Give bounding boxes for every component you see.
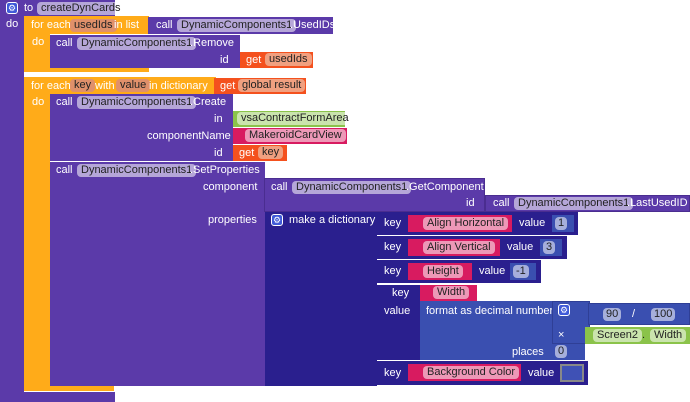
var-dropdown[interactable]: key <box>258 146 284 159</box>
key-label: key <box>384 241 402 253</box>
procedure-name-field[interactable]: createDynCards <box>37 2 125 15</box>
loop-var-field[interactable]: usedIds <box>70 19 117 32</box>
key-var-field[interactable]: key <box>70 79 96 92</box>
get-label: get <box>246 54 262 66</box>
color-swatch-block[interactable] <box>560 364 584 382</box>
key-label: key <box>384 217 402 229</box>
color-swatch <box>562 366 582 380</box>
method-label: .UsedIDs <box>290 19 336 31</box>
form-area-dropdown[interactable]: vsaContractFormArea <box>237 112 353 125</box>
key-label: key <box>392 287 410 299</box>
text-field[interactable]: Align Horizontal <box>423 217 509 230</box>
do-label: do <box>32 36 45 48</box>
method-label: .SetProperties <box>190 164 260 176</box>
component-dropdown[interactable]: DynamicComponents1 <box>77 164 197 177</box>
for-each-label: for each <box>31 80 71 92</box>
component-dropdown[interactable]: DynamicComponents1 <box>177 19 297 32</box>
for-each-spine <box>24 94 50 390</box>
method-label: .GetComponent <box>406 181 484 193</box>
text-field[interactable]: Align Vertical <box>423 241 495 254</box>
gear-icon[interactable]: ⚙ <box>271 214 283 226</box>
places-label: places <box>512 346 544 358</box>
number-field[interactable]: 3 <box>543 241 556 254</box>
id-label: id <box>220 54 229 66</box>
component-dropdown[interactable]: DynamicComponents1 <box>514 197 634 210</box>
text-field[interactable]: MakeroidCardView <box>245 129 346 142</box>
screen-dropdown[interactable]: Screen2 <box>593 329 642 342</box>
number-field[interactable]: 1 <box>555 217 568 230</box>
value-label: value <box>479 265 506 277</box>
properties-label: properties <box>208 214 257 226</box>
id-label: id <box>214 147 223 159</box>
method-label: .Remove <box>190 37 235 49</box>
times-label: × <box>558 329 565 341</box>
do-label: do <box>32 96 45 108</box>
id-label: id <box>466 197 475 209</box>
make-dictionary-label: make a dictionary <box>289 214 376 226</box>
with-label: with <box>95 80 115 92</box>
for-each-bottom <box>24 385 114 391</box>
for-each-spine <box>24 34 50 70</box>
in-list-label: in list <box>114 19 140 31</box>
method-label: .Create <box>190 96 227 108</box>
text-field[interactable]: Background Color <box>423 366 520 379</box>
for-each-bottom <box>24 66 149 72</box>
procedure-bottom <box>0 392 115 402</box>
component-name-label: componentName <box>147 130 231 142</box>
number-field[interactable]: 0 <box>555 345 568 358</box>
get-label: get <box>220 80 236 92</box>
call-label: call <box>56 96 73 108</box>
procedure-body <box>0 15 24 395</box>
get-label: get <box>239 147 255 159</box>
divide-label: / <box>632 308 636 320</box>
in-dictionary-label: in dictionary <box>149 80 208 92</box>
dot-label: . <box>642 329 646 341</box>
number-field[interactable]: 90 <box>603 308 622 321</box>
number-field[interactable]: -1 <box>513 265 529 278</box>
call-label: call <box>56 37 73 49</box>
component-dropdown[interactable]: DynamicComponents1 <box>292 181 412 194</box>
call-label: call <box>493 197 510 209</box>
value-label: value <box>507 241 534 253</box>
var-dropdown[interactable]: usedIds <box>265 53 312 66</box>
value-label: value <box>519 217 546 229</box>
number-field[interactable]: 100 <box>651 308 676 321</box>
property-dropdown[interactable]: Width <box>650 329 687 342</box>
do-label: do <box>6 18 19 30</box>
value-label: value <box>384 305 411 317</box>
set-properties-block[interactable] <box>50 162 265 386</box>
component-dropdown[interactable]: DynamicComponents1 <box>77 96 197 109</box>
in-label: in <box>214 113 223 125</box>
for-each-label: for each <box>31 19 71 31</box>
gear-icon[interactable]: ⚙ <box>558 304 570 316</box>
method-label: .LastUsedID <box>627 197 688 209</box>
call-label: call <box>156 19 173 31</box>
value-var-field[interactable]: value <box>116 79 151 92</box>
var-dropdown[interactable]: global result <box>238 79 306 92</box>
component-dropdown[interactable]: DynamicComponents1 <box>77 37 197 50</box>
call-label: call <box>271 181 288 193</box>
component-label: component <box>203 181 258 193</box>
to-label: to <box>24 2 34 14</box>
pair-block[interactable] <box>377 285 421 360</box>
key-label: key <box>384 367 402 379</box>
key-label: key <box>384 265 402 277</box>
make-dictionary-block[interactable] <box>265 212 377 386</box>
format-label: format as decimal number <box>426 305 554 317</box>
value-label: value <box>528 367 555 379</box>
call-label: call <box>56 164 73 176</box>
gear-icon[interactable]: ⚙ <box>6 2 18 14</box>
text-field[interactable]: Height <box>423 265 463 278</box>
text-field[interactable]: Width <box>433 286 470 299</box>
